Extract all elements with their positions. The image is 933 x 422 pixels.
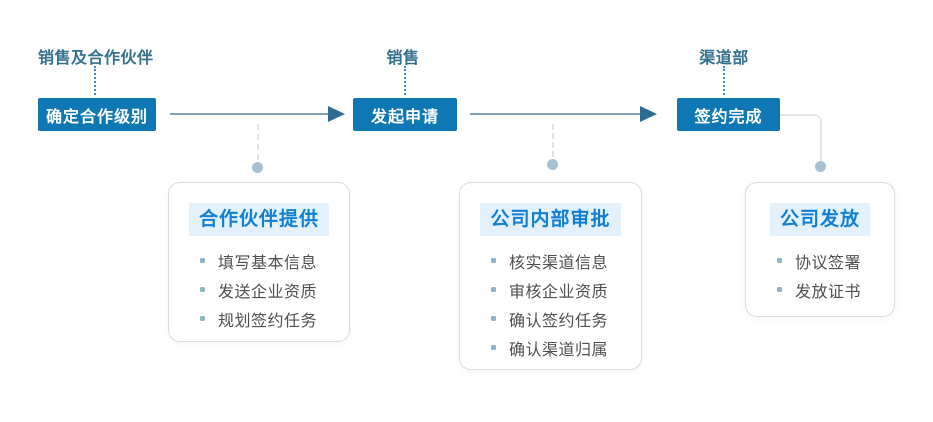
dotted-connector-icon-2	[404, 66, 406, 95]
flow-arrow-line-2	[470, 113, 640, 115]
step-node-label-2: 发起申请	[370, 106, 439, 126]
dotted-connector-icon-3	[723, 66, 725, 95]
arrowhead-right-icon-2	[640, 106, 657, 122]
square-bullet-icon	[777, 287, 782, 292]
card-item: 审核企业资质	[460, 275, 641, 304]
detail-card-3: 公司发放 协议签署 发放证书	[745, 182, 895, 317]
card-item-label: 发放证书	[795, 281, 862, 301]
department-label-2: 销售	[386, 48, 420, 67]
card-item: 填写基本信息	[169, 246, 349, 275]
step-node-3: 签约完成	[677, 98, 780, 131]
drop-dot-icon-1	[252, 162, 263, 173]
card-title-1: 合作伙伴提供	[188, 203, 329, 236]
square-bullet-icon	[491, 287, 496, 292]
detail-card-2: 公司内部审批 核实渠道信息 审核企业资质 确认签约任务 确认渠道归属	[459, 182, 642, 370]
dashed-drop-line-1	[257, 124, 259, 160]
square-bullet-icon	[200, 258, 205, 263]
card-item: 规划签约任务	[169, 304, 349, 333]
department-label-3: 渠道部	[699, 48, 749, 67]
square-bullet-icon	[491, 258, 496, 263]
dashed-drop-line-2	[552, 124, 554, 157]
card-item: 发放证书	[746, 275, 894, 304]
drop-dot-icon-3	[815, 161, 826, 172]
square-bullet-icon	[200, 316, 205, 321]
card-item-label: 规划签约任务	[218, 310, 318, 330]
detail-card-1: 合作伙伴提供 填写基本信息 发送企业资质 规划签约任务	[168, 182, 350, 342]
card-item: 协议签署	[746, 246, 894, 275]
square-bullet-icon	[777, 258, 782, 263]
step-node-1: 确定合作级别	[38, 98, 156, 131]
card-item-label: 确认渠道归属	[509, 339, 609, 359]
square-bullet-icon	[491, 345, 496, 350]
square-bullet-icon	[200, 287, 205, 292]
card-item-label: 发送企业资质	[218, 281, 318, 301]
flow-arrow-line-1	[170, 113, 328, 115]
card-item-label: 审核企业资质	[509, 281, 609, 301]
dotted-connector-icon-1	[94, 66, 96, 95]
department-label-1: 销售及合作伙伴	[38, 48, 154, 67]
card-item: 发送企业资质	[169, 275, 349, 304]
square-bullet-icon	[491, 316, 496, 321]
card-item-label: 确认签约任务	[509, 310, 609, 330]
card-item: 确认渠道归属	[460, 333, 641, 362]
card-title-2: 公司内部审批	[480, 203, 621, 236]
card-item-label: 协议签署	[795, 252, 862, 272]
step-node-2: 发起申请	[353, 98, 457, 131]
drop-dot-icon-2	[547, 159, 558, 170]
card-item-label: 核实渠道信息	[509, 252, 609, 272]
step-node-label-3: 签约完成	[694, 106, 763, 126]
card-item-label: 填写基本信息	[218, 252, 318, 272]
step-node-label-1: 确定合作级别	[45, 106, 148, 126]
elbow-connector-line	[780, 114, 822, 162]
card-title-3: 公司发放	[769, 203, 870, 236]
card-item: 核实渠道信息	[460, 246, 641, 275]
card-item: 确认签约任务	[460, 304, 641, 333]
arrowhead-right-icon-1	[328, 106, 345, 122]
